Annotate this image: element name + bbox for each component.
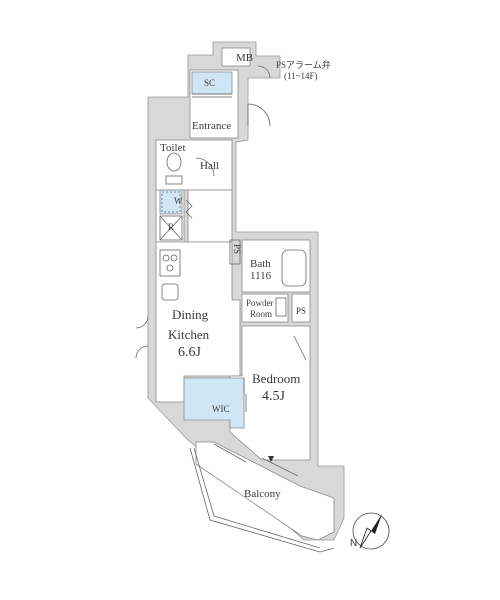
label-ps-alarm-floors: (11~14F) xyxy=(284,71,318,81)
label-entrance: Entrance xyxy=(192,120,232,132)
label-toilet: Toilet xyxy=(160,142,186,154)
label-balcony: Balcony xyxy=(244,488,281,500)
label-bedroom: Bedroom xyxy=(252,371,301,386)
compass-icon xyxy=(352,512,390,550)
label-room: Room xyxy=(250,309,273,319)
label-mb: MB xyxy=(236,52,254,64)
washer-area-fill xyxy=(159,189,183,215)
label-kitchen: Kitchen xyxy=(168,327,210,342)
interior-spaces xyxy=(155,47,335,541)
label-dk-area: 6.6J xyxy=(178,345,201,360)
label-bedroom-area: 4.5J xyxy=(262,389,285,404)
label-wic: WIC xyxy=(212,404,230,414)
label-ps-left: PS xyxy=(232,244,242,255)
label-ps-alarm-valve: PSアラーム弁 xyxy=(276,60,331,70)
storage-areas xyxy=(159,71,245,429)
label-powder: Powder xyxy=(246,298,274,308)
label-ps-right: PS xyxy=(296,306,307,316)
label-bath: Bath xyxy=(250,258,271,270)
label-hall: Hall xyxy=(200,160,219,172)
label-dining: Dining xyxy=(172,307,209,322)
label-bath-size: 1116 xyxy=(250,270,272,282)
label-w: W xyxy=(174,196,183,206)
compass-north-label: N xyxy=(350,538,358,549)
details xyxy=(135,65,335,553)
window-marker xyxy=(268,456,274,462)
label-sc: SC xyxy=(204,78,216,88)
label-r: R xyxy=(168,222,175,232)
